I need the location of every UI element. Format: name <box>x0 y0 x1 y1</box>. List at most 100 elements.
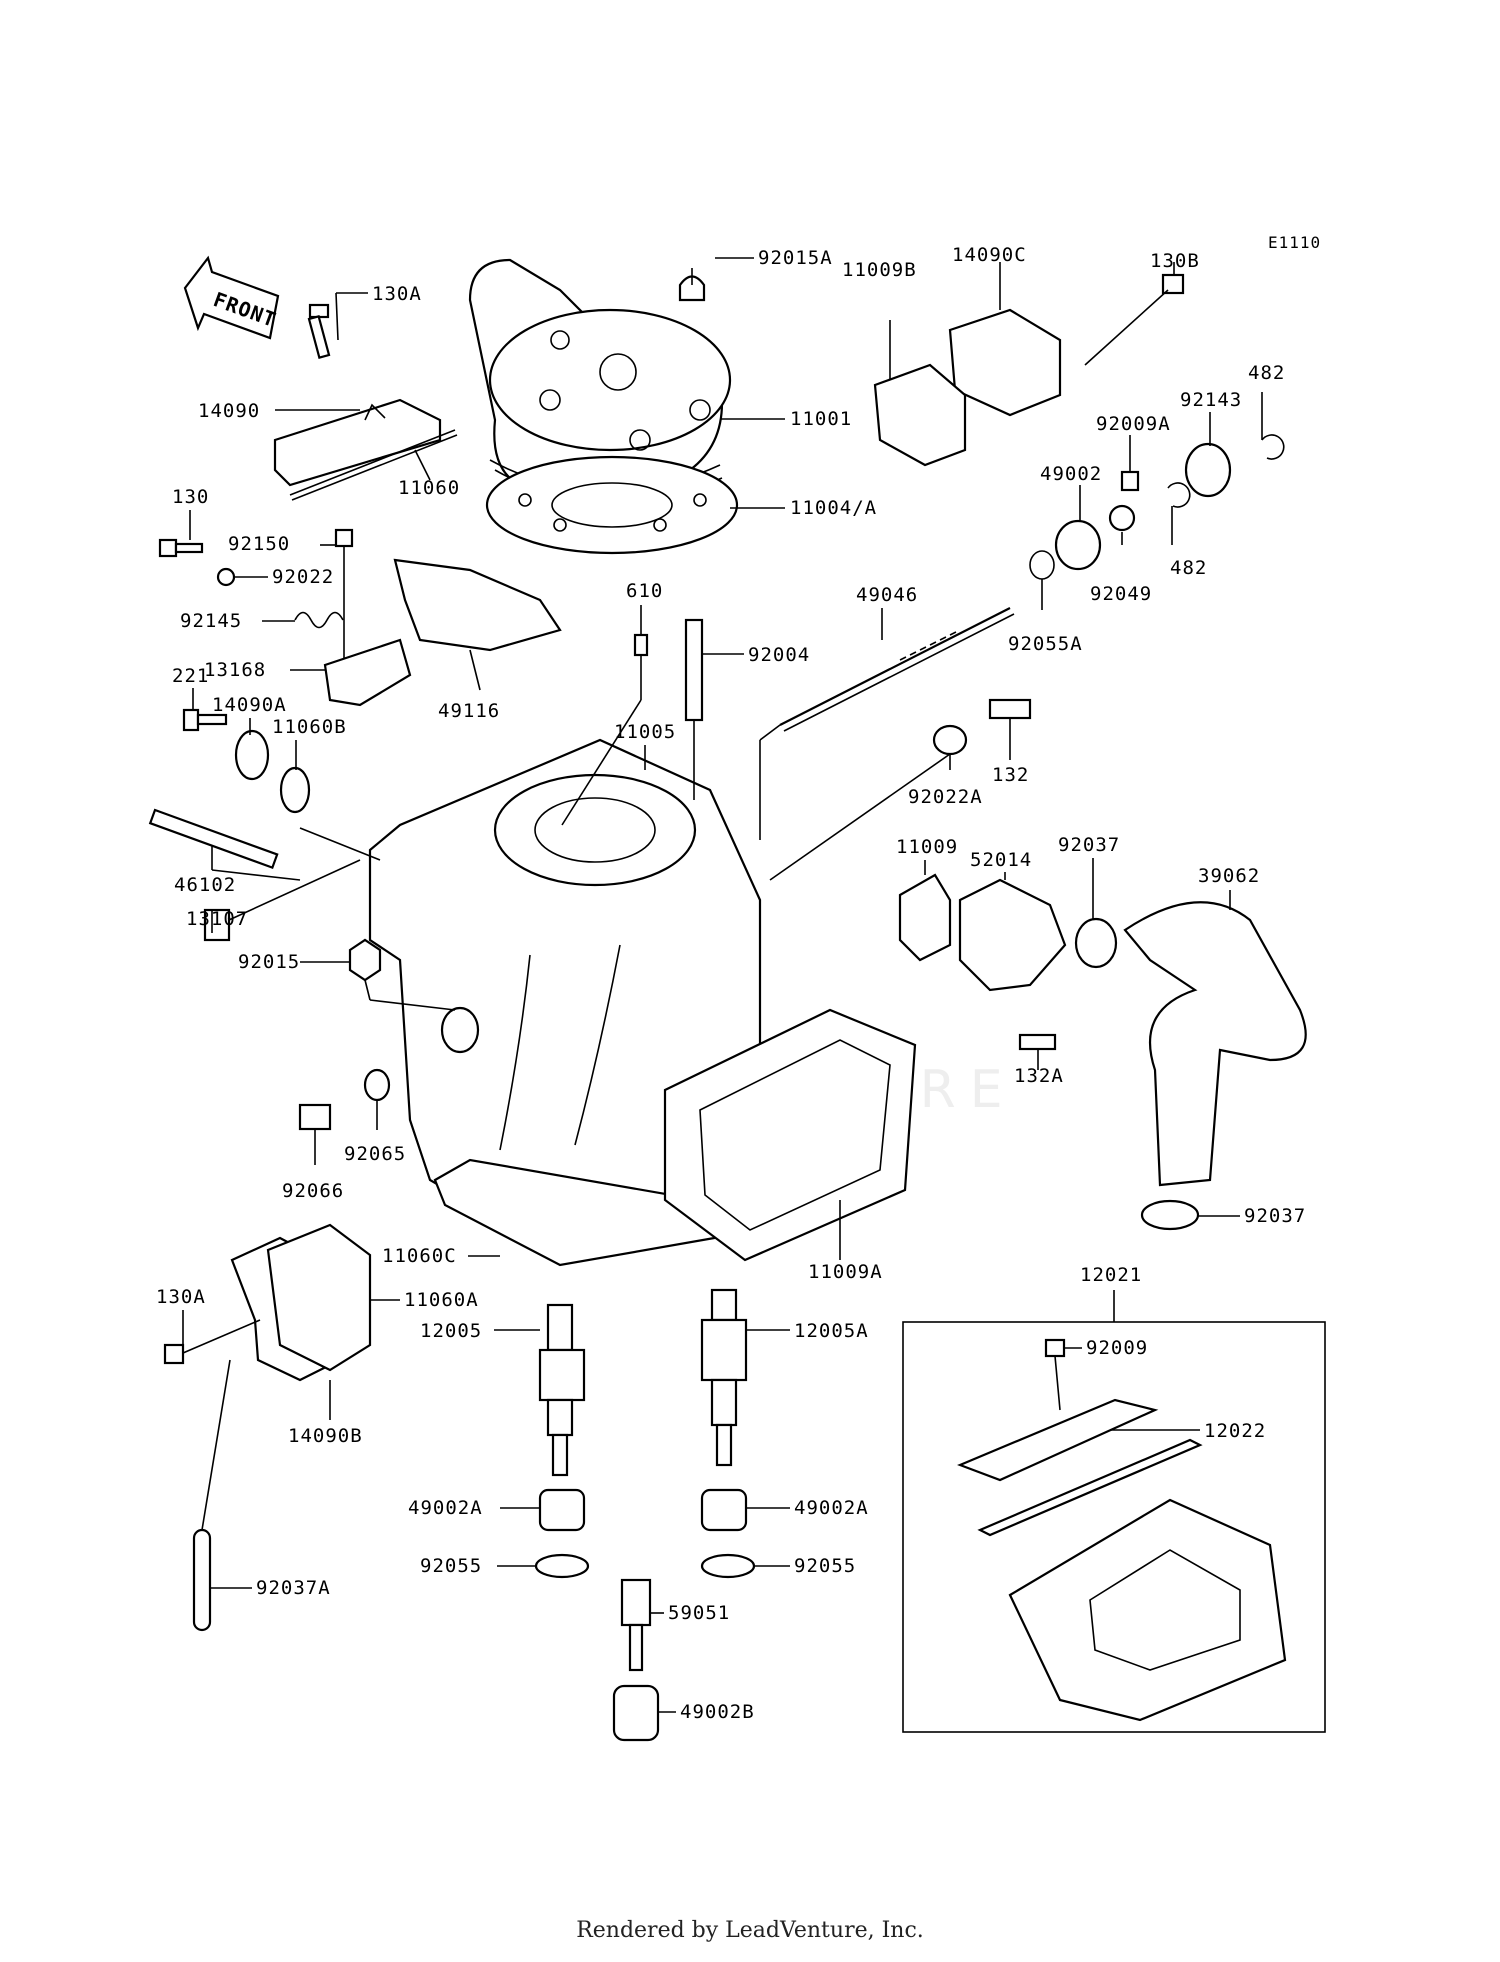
callout-13168: 13168 <box>204 659 266 681</box>
gasket-11009b <box>873 363 967 467</box>
callout-92015: 92015 <box>238 951 300 973</box>
bolt-130a-bottom <box>163 1319 261 1365</box>
circlip-482-top <box>1261 434 1285 460</box>
bush-92049 <box>1108 504 1136 532</box>
gear-59051 <box>620 1578 652 1672</box>
callout-11005: 11005 <box>614 721 676 743</box>
callout-130: 130 <box>172 486 209 508</box>
callout-11060C: 11060C <box>382 1245 457 1267</box>
callout-14090C: 14090C <box>952 244 1027 266</box>
roller-92143 <box>1184 442 1232 498</box>
bolt-132 <box>988 698 1032 720</box>
gasket-11009 <box>898 873 952 962</box>
callout-49002: 49002 <box>1040 463 1102 485</box>
clamp-92037a <box>192 1528 212 1632</box>
callout-39062: 39062 <box>1198 865 1260 887</box>
callout-11060: 11060 <box>398 477 460 499</box>
callout-46102: 46102 <box>174 874 236 896</box>
callout-92009: 92009 <box>1086 1337 1148 1359</box>
callout-52014: 52014 <box>970 849 1032 871</box>
bolt-130a-top <box>307 303 331 359</box>
hose-39062 <box>1123 901 1307 1187</box>
callout-92004: 92004 <box>748 644 810 666</box>
circlip-482-bot <box>1167 482 1191 508</box>
callout-12021: 12021 <box>1080 1264 1142 1286</box>
holder-49002b <box>612 1684 660 1742</box>
lever-13168 <box>323 638 412 707</box>
washer-92022a <box>932 724 968 756</box>
callout-92049: 92049 <box>1090 583 1152 605</box>
gasket-11060a <box>266 1223 372 1372</box>
callout-482-bot: 482 <box>1170 557 1207 579</box>
callout-11009B: 11009B <box>842 259 917 281</box>
valve-49116 <box>393 558 562 652</box>
callout-49002A-right: 49002A <box>794 1497 869 1519</box>
callout-11009A: 11009A <box>808 1261 883 1283</box>
bolt-92150 <box>334 528 354 660</box>
callout-130A-bot: 130A <box>156 1286 206 1308</box>
callout-92015A: 92015A <box>758 247 833 269</box>
clamp-92037-top <box>1074 917 1118 969</box>
gasket-11060b <box>279 766 311 814</box>
callout-92022A: 92022A <box>908 786 983 808</box>
callout-92037-top: 92037 <box>1058 834 1120 856</box>
valve-12005 <box>538 1303 586 1477</box>
callout-92066: 92066 <box>282 1180 344 1202</box>
callout-92143: 92143 <box>1180 389 1242 411</box>
washer-92022 <box>216 567 236 587</box>
callout-13107: 13107 <box>186 908 248 930</box>
callout-482-top: 482 <box>1248 362 1285 384</box>
callout-92055-left: 92055 <box>420 1555 482 1577</box>
callout-92022: 92022 <box>272 566 334 588</box>
callout-49116: 49116 <box>438 700 500 722</box>
callout-132A: 132A <box>1014 1065 1064 1087</box>
plate-14090a <box>234 729 270 781</box>
callout-11009: 11009 <box>896 836 958 858</box>
cap-nut <box>678 275 706 302</box>
callout-92065: 92065 <box>344 1143 406 1165</box>
callout-59051: 59051 <box>668 1602 730 1624</box>
front-arrow-icon: FRONT <box>183 255 280 340</box>
footer-credit: Rendered by LeadVenture, Inc. <box>576 1918 924 1943</box>
rack-46102 <box>148 808 279 870</box>
callout-49046: 49046 <box>856 584 918 606</box>
callout-92009A: 92009A <box>1096 413 1171 435</box>
callout-92037A: 92037A <box>256 1577 331 1599</box>
bolt-92066 <box>298 1103 332 1131</box>
spring-92145 <box>294 611 344 629</box>
stud-92004 <box>684 618 704 722</box>
valve-12005a <box>700 1288 748 1467</box>
clamp-92037-bot <box>1140 1199 1200 1231</box>
callout-130B: 130B <box>1150 250 1200 272</box>
callout-92150: 92150 <box>228 533 290 555</box>
oring-92055-left <box>534 1553 590 1579</box>
fitting-52014 <box>958 878 1067 992</box>
bolt-132a <box>1018 1033 1057 1051</box>
callout-labels: 92015A 130A 14090 11060 11001 11004/A 11… <box>156 244 1306 1723</box>
callout-11001: 11001 <box>790 408 852 430</box>
bolt-130b <box>1084 273 1185 366</box>
screw-221 <box>182 708 228 732</box>
bolt-130 <box>158 538 204 558</box>
callout-130A-top: 130A <box>372 283 422 305</box>
callout-92037-bot: 92037 <box>1244 1205 1306 1227</box>
callout-49002B: 49002B <box>680 1701 755 1723</box>
callout-14090: 14090 <box>198 400 260 422</box>
cover-14090c <box>948 308 1062 417</box>
callout-92055A: 92055A <box>1008 633 1083 655</box>
cylinder-head <box>468 258 732 503</box>
valve-cover <box>273 398 458 501</box>
rod-49046 <box>779 607 1015 732</box>
callout-221: 221 <box>172 665 209 687</box>
callout-132: 132 <box>992 764 1029 786</box>
callout-12022: 12022 <box>1204 1420 1266 1442</box>
leader-lines <box>182 257 1263 1713</box>
diagram-code: E1110 <box>1268 233 1321 252</box>
gear-13107 <box>203 859 361 942</box>
oring-92055-right <box>700 1553 756 1579</box>
callout-12005A: 12005A <box>794 1320 869 1342</box>
holder-49002a-left <box>538 1488 586 1532</box>
callout-11004A: 11004/A <box>790 497 877 519</box>
callout-92145: 92145 <box>180 610 242 632</box>
